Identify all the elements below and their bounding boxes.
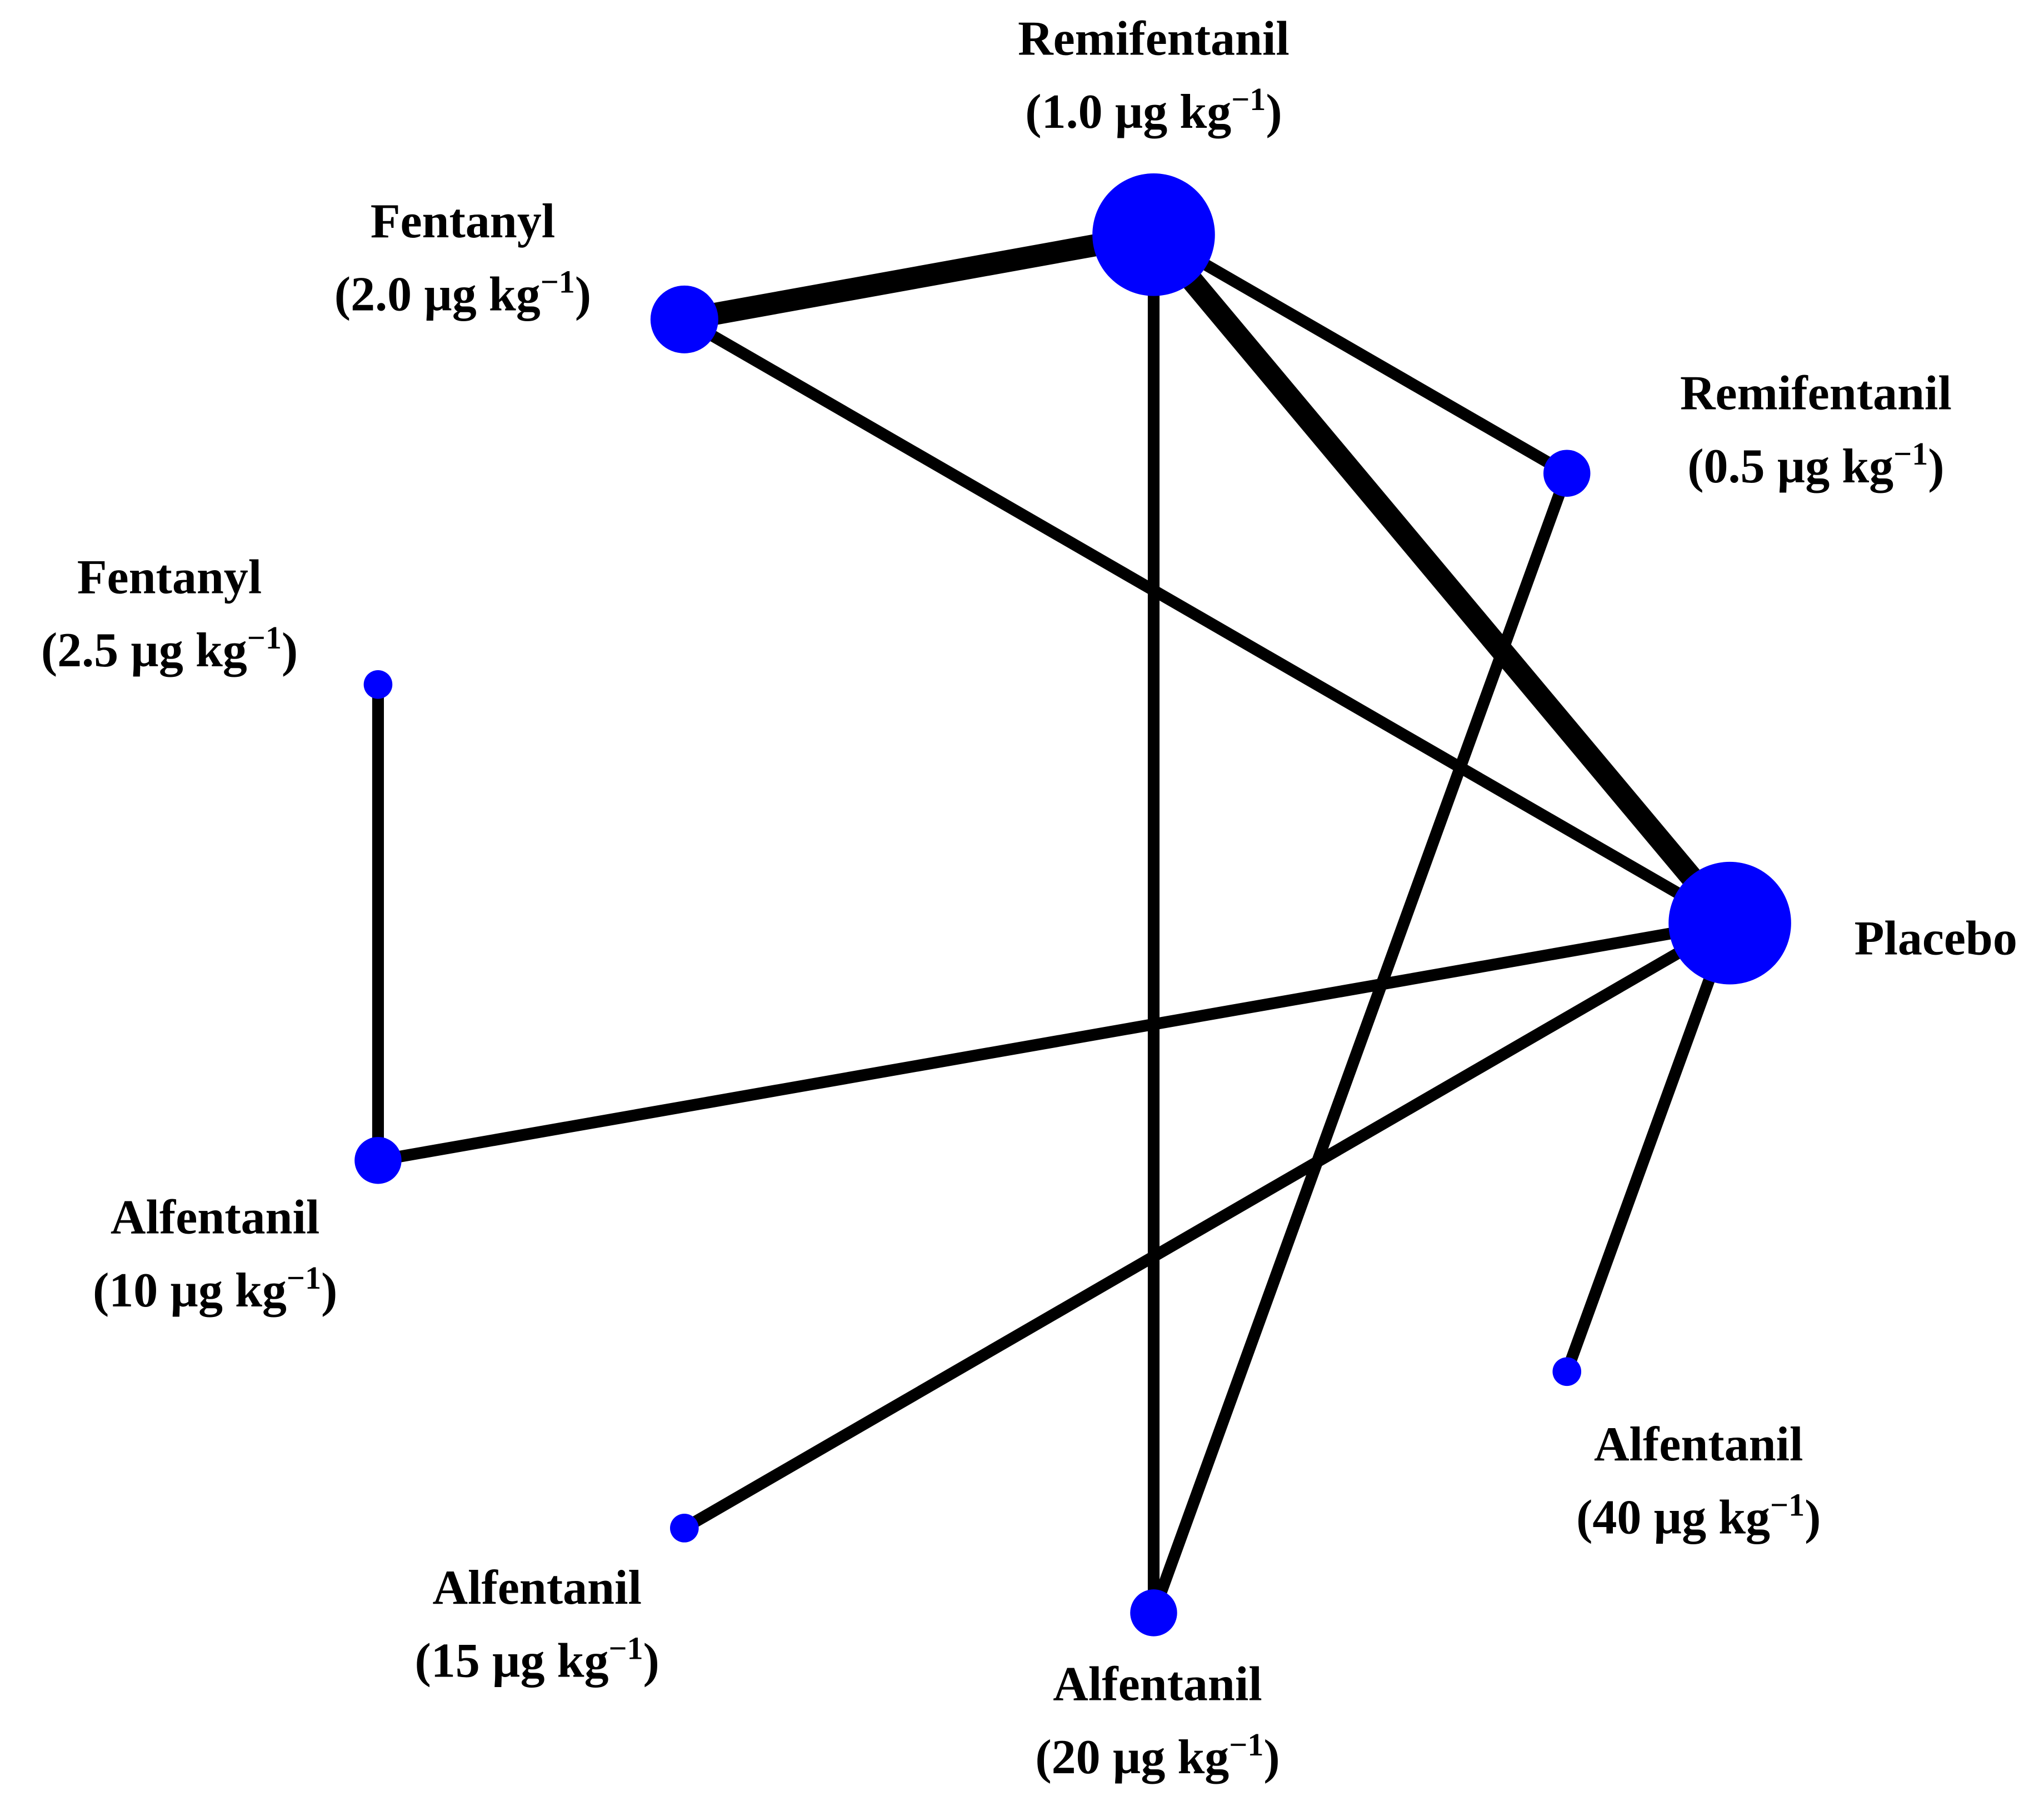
label-name: Placebo [1855,911,2017,965]
label-alf15: Alfentanil (15 µg kg−1) [415,1561,659,1688]
label-dose: (20 µg kg−1) [1035,1727,1280,1784]
label-dose: (1.0 µg kg−1) [1025,81,1282,139]
dose-exponent: −1 [287,1260,321,1296]
label-name: Alfentanil [111,1191,319,1245]
node-fent20 [650,285,718,353]
label-fent25: Fentanyl (2.5 µg kg−1) [41,551,298,677]
label-name: Remifentanil [1680,367,1952,421]
label-name: Fentanyl [77,551,262,605]
node-remi05 [1543,450,1591,497]
node-placebo [1668,861,1791,985]
dose-exponent: −1 [608,1630,643,1666]
label-name: Remifentanil [1018,12,1290,66]
labels-layer: Remifentanil (1.0 µg kg−1) Fentanyl (2.0 µg… [41,12,2017,1784]
label-name: Alfentanil [432,1561,641,1615]
label-fent20: Fentanyl (2.0 µg kg−1) [334,194,591,321]
dose-exponent: −1 [1770,1486,1805,1523]
edge-fent20-remi10 [682,223,1156,331]
label-name: Alfentanil [1053,1658,1262,1712]
node-alf10 [354,1136,402,1184]
node-remi10 [1092,173,1215,296]
dose-exponent: −1 [1229,1727,1263,1763]
edges-layer [372,223,1738,1615]
edge-placebo-alf40 [1561,921,1736,1374]
edge-placebo-alf15 [681,918,1733,1534]
label-alf10: Alfentanil (10 µg kg−1) [93,1191,337,1318]
label-dose: (2.5 µg kg−1) [41,620,298,677]
label-dose: (0.5 µg kg−1) [1687,436,1944,493]
edge-fent20-placebo [681,314,1733,929]
edge-remi10-remi05 [1151,230,1570,478]
edge-remi10-placebo [1145,227,1738,930]
nodes-layer [354,173,1791,1637]
label-alf40: Alfentanil (40 µg kg−1) [1576,1418,1821,1544]
label-name: Alfentanil [1594,1418,1803,1471]
dose-exponent: −1 [541,263,575,300]
edge-remi05-alf20 [1148,471,1573,1615]
dose-exponent: −1 [1893,436,1928,472]
node-alf20 [1130,1589,1177,1637]
label-dose: (15 µg kg−1) [415,1630,659,1688]
label-dose: (10 µg kg−1) [93,1260,337,1318]
label-dose: (2.0 µg kg−1) [334,263,591,321]
node-fent25 [363,670,393,699]
label-placebo: Placebo [1855,911,2017,965]
node-alf15 [669,1514,699,1543]
label-name: Fentanyl [371,194,555,248]
dose-exponent: −1 [1231,81,1266,117]
edge-alf10-placebo [377,917,1731,1166]
dose-exponent: −1 [247,620,282,656]
label-alf20: Alfentanil (20 µg kg−1) [1035,1658,1280,1784]
node-alf40 [1552,1357,1582,1386]
label-remi05: Remifentanil (0.5 µg kg−1) [1680,367,1952,493]
label-dose: (40 µg kg−1) [1576,1486,1821,1544]
label-remi10: Remifentanil (1.0 µg kg−1) [1018,12,1290,139]
